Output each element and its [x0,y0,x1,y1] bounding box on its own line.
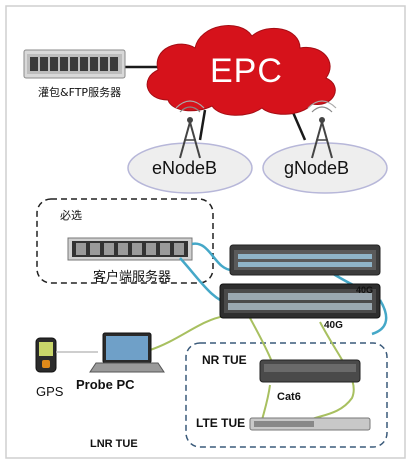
enodeb-label: eNodeB [152,158,218,178]
nr-tue-device [259,359,361,383]
cable-server-switch1 [191,242,233,272]
enodeb-site [127,100,253,194]
ftp-server-label: 灌包&FTP服务器 [38,86,122,99]
gnodeb-label: gNodeB [284,158,350,178]
cable-40g [371,299,388,336]
gps-device [35,337,57,373]
nr-tue-label: NR TUE [202,353,247,367]
epc-cloud [146,25,336,116]
lnr-tue-label: LNR TUE [90,438,138,450]
probe-pc-label: Probe PC [76,377,135,392]
lte-tue-label: LTE TUE [196,416,246,430]
terminal-group [185,342,388,448]
cat6-label: Cat6 [277,391,301,403]
ftp-server [23,49,126,79]
client-server [67,237,193,261]
link-40g-mid-label: 40G [324,320,343,331]
cable-switch-ltetue [309,321,355,421]
access-switch [219,283,381,319]
gnodeb-site [262,100,388,194]
cable-probepc-switch [149,315,226,351]
link-epc-gnodeb [290,109,307,141]
probe-pc-laptop [89,332,165,373]
client-server-label: 客户端服务器 [93,270,172,285]
client-server-group [36,198,214,284]
epc-label: EPC [210,52,283,90]
link-epc-enodeb [198,109,207,141]
gps-label: GPS [36,384,64,399]
lte-tue-device [249,417,371,431]
link-40g-top-label: 40G [356,285,374,295]
cable-switch-nrtue [249,317,273,363]
required-label: 必选 [60,209,82,222]
core-switch [229,244,381,276]
